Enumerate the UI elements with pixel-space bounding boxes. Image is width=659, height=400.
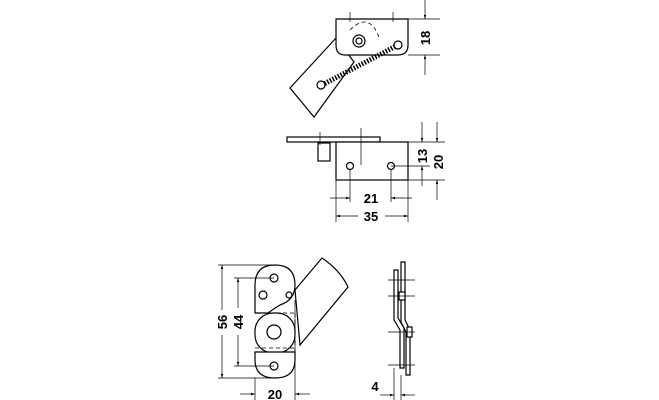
mounting-plate (335, 18, 409, 56)
dim-35-label: 35 (364, 209, 378, 224)
side-view: 4 (371, 261, 415, 400)
dim-21-label: 21 (364, 191, 378, 206)
dim-20-width-label: 20 (268, 387, 282, 400)
arm (289, 37, 355, 118)
screw-hole (352, 34, 366, 48)
front-view: 13 20 21 35 (286, 122, 446, 224)
dim-44-label: 44 (231, 314, 246, 329)
arm (294, 257, 349, 347)
top-view: 18 (289, 0, 440, 118)
spring (320, 42, 400, 88)
plan-view: 56 44 20 (215, 257, 349, 400)
dim-4-label: 4 (371, 379, 379, 394)
upper-plate (254, 264, 296, 314)
dim-18-label: 18 (418, 31, 433, 45)
dim-13-label: 13 (415, 149, 430, 163)
body (335, 141, 409, 181)
dim-20-label: 20 (431, 155, 446, 169)
dim-56-label: 56 (215, 315, 230, 329)
